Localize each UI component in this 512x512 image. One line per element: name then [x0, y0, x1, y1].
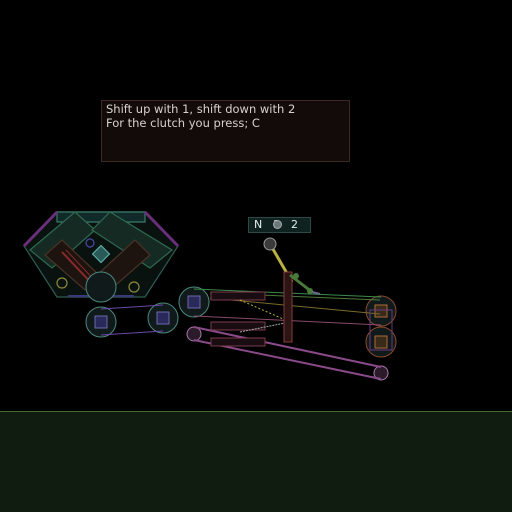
instruction-line-clutch: For the clutch you press; C: [106, 116, 260, 130]
engine-frame: [22, 210, 180, 298]
lever-knob: [263, 237, 277, 251]
drive-belts: [100, 288, 393, 380]
clutch-linkage: [311, 291, 321, 295]
tensioner: [186, 326, 202, 342]
pulley-wheels: [85, 271, 397, 381]
gear-label-neutral: N: [254, 218, 263, 231]
gear-selector-knob[interactable]: [273, 220, 282, 229]
gear-label-second: 2: [291, 218, 298, 231]
shift-lever[interactable]: [263, 237, 313, 343]
instruction-line-shift: Shift up with 1, shift down with 2: [106, 102, 296, 116]
crank-pulley: [85, 271, 117, 303]
ground: [0, 411, 512, 512]
instructions-panel: Shift up with 1, shift down with 2 For t…: [101, 100, 350, 162]
